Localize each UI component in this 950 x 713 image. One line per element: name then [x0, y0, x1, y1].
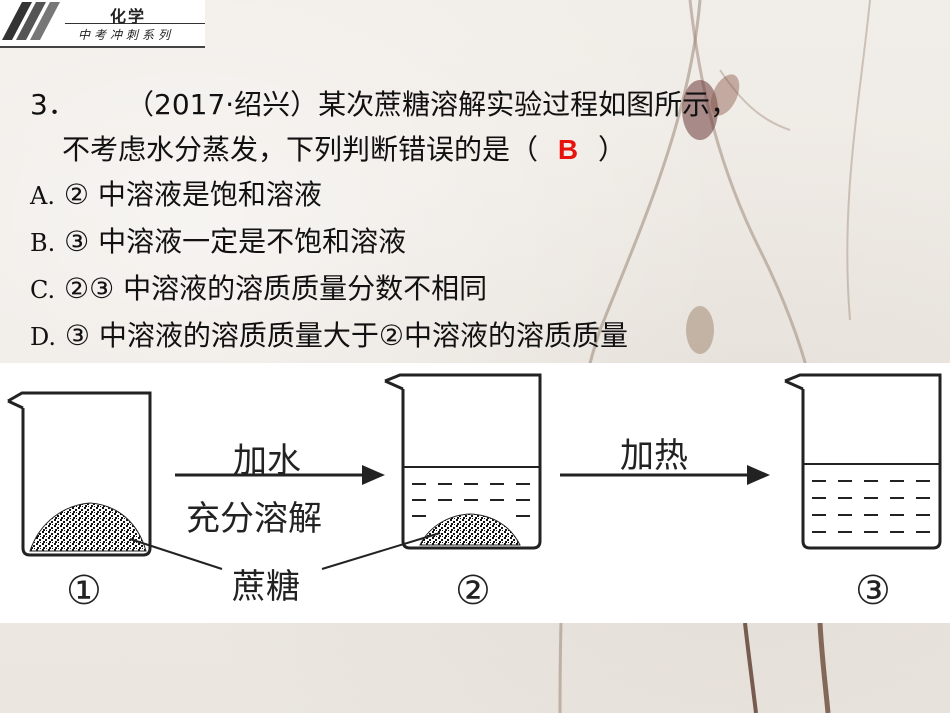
stripes-logo-icon [2, 2, 60, 40]
answer-text: B [557, 134, 579, 165]
option-a: A. ② 中溶液是饱和溶液 [30, 172, 930, 219]
option-c: C. ②③ 中溶液的溶质质量分数不相同 [30, 266, 930, 313]
question-stem-line1: 3． （2017·绍兴）某次蔗糖溶解实验过程如图所示， [30, 82, 930, 127]
arrow-2 [560, 465, 770, 485]
beaker-3 [784, 373, 942, 550]
beaker-3-label: ③ [855, 568, 891, 614]
step1-label-line2: 充分溶解 [186, 499, 322, 539]
option-letter: A. [30, 182, 55, 210]
option-letter: B. [30, 229, 56, 257]
option-text: ③ 中溶液的溶质质量大于②中溶液的溶质质量 [64, 319, 629, 352]
question-stem-line2: 不考虑水分蒸发，下列判断错误的是（ B ） [30, 127, 930, 172]
option-letter: D. [30, 323, 57, 351]
series-header: 化学 中考冲刺系列 [0, 0, 205, 48]
beaker-2-label: ② [455, 568, 491, 614]
header-divider [65, 23, 205, 24]
sugar-label: 蔗糖 [232, 567, 300, 607]
option-b: B. ③ 中溶液一定是不饱和溶液 [30, 219, 930, 266]
sugar-pile-2 [419, 513, 521, 546]
sugar-pile-1 [29, 502, 147, 552]
figure-drawing [7, 373, 942, 570]
beaker-1-label: ① [66, 568, 102, 614]
sugar-leader-lines [129, 532, 441, 570]
step2-label: 加热 [620, 436, 688, 476]
question-stem-text: （2017·绍兴）某次蔗糖溶解实验过程如图所示， [126, 88, 739, 121]
beaker-2 [384, 373, 542, 550]
option-text: ③ 中溶液一定是不饱和溶液 [64, 225, 407, 258]
header-title: 化学 [110, 7, 147, 26]
option-letter: C. [30, 276, 56, 304]
step1-label-line1: 加水 [233, 441, 301, 481]
beaker-1 [7, 391, 152, 557]
arrow-1 [175, 465, 385, 485]
option-text: ②③ 中溶液的溶质质量分数不相同 [64, 272, 488, 305]
option-text: ② 中溶液是饱和溶液 [63, 178, 322, 211]
question-stem-text-2: 不考虑水分蒸发，下列判断错误的是（ [62, 133, 539, 166]
question-block: 3． （2017·绍兴）某次蔗糖溶解实验过程如图所示， 不考虑水分蒸发，下列判断错… [30, 82, 930, 360]
option-d: D. ③ 中溶液的溶质质量大于②中溶液的溶质质量 [30, 313, 930, 360]
experiment-figure: 加水 充分溶解 加热 蔗糖 ① ② ③ [0, 363, 950, 623]
header-subtitle: 中考冲刺系列 [78, 28, 175, 42]
question-number: 3． [30, 88, 76, 121]
question-stem-close: ） [598, 133, 627, 166]
